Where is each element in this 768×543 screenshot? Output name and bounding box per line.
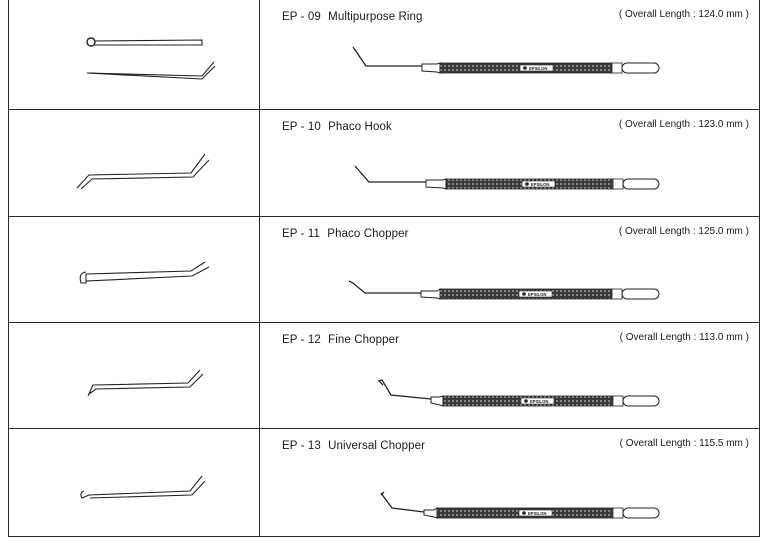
length-label: Overall Length : xyxy=(625,119,696,130)
length-label: Overall Length : xyxy=(625,332,697,343)
instrument-cell: EP - 11 Phaco Chopper ( Overall Length :… xyxy=(259,217,760,323)
product-row-ep11: EP - 11 Phaco Chopper ( Overall Length :… xyxy=(8,216,760,323)
length-label: Overall Length : xyxy=(625,226,696,237)
tip-detail-cell xyxy=(8,323,260,429)
brand-label: EPSILON xyxy=(529,66,547,71)
instrument-cell: EP - 13 Universal Chopper ( Overall Leng… xyxy=(259,429,760,537)
instrument-cell: EP - 10 Phaco Hook ( Overall Length : 12… xyxy=(259,110,760,217)
brand-label: EPSILON xyxy=(528,292,546,297)
product-name: Phaco Hook xyxy=(328,121,392,133)
instrument-drawing: EPSILON xyxy=(352,46,660,74)
overall-length: ( Overall Length : 124.0 mm ) xyxy=(618,9,749,20)
length-value: 123.0 mm xyxy=(698,119,743,130)
ring-tip-icon xyxy=(86,37,216,80)
brand-label: EPSILON xyxy=(528,511,546,516)
product-catalog-table: EP - 09 Multipurpose Ring ( Overall Leng… xyxy=(8,0,760,543)
length-label: Overall Length : xyxy=(625,438,697,449)
product-name: Fine Chopper xyxy=(328,334,400,346)
product-row-ep09: EP - 09 Multipurpose Ring ( Overall Leng… xyxy=(8,0,760,109)
product-row-ep10: EP - 10 Phaco Hook ( Overall Length : 12… xyxy=(8,109,760,217)
tip-detail-cell xyxy=(8,429,260,537)
product-title: EP - 13 Universal Chopper xyxy=(282,440,425,452)
tip-detail-cell xyxy=(8,0,260,109)
instrument-drawing: EPSILON xyxy=(354,165,660,190)
tip-detail-cell xyxy=(8,110,260,217)
universal-chopper-tip-icon xyxy=(80,475,206,499)
product-row-ep12: EP - 12 Fine Chopper ( Overall Length : … xyxy=(8,322,760,429)
instrument-drawing: EPSILON xyxy=(377,379,660,407)
product-name: Multipurpose Ring xyxy=(328,11,423,23)
product-row-ep13: EP - 13 Universal Chopper ( Overall Leng… xyxy=(8,428,760,537)
chopper-tip-icon xyxy=(79,261,210,284)
product-code: EP - 10 xyxy=(282,121,321,133)
product-code: EP - 13 xyxy=(282,440,321,452)
instrument-drawing: EPSILON xyxy=(380,491,660,519)
product-title: EP - 12 Fine Chopper xyxy=(282,334,399,346)
table-bottom-border xyxy=(8,536,760,537)
product-title: EP - 09 Multipurpose Ring xyxy=(282,11,423,23)
product-title: EP - 11 Phaco Chopper xyxy=(282,228,409,240)
brand-label: EPSILON xyxy=(530,399,548,404)
overall-length: ( Overall Length : 113.0 mm ) xyxy=(619,332,749,343)
fine-chopper-tip-icon xyxy=(87,369,204,397)
product-code: EP - 09 xyxy=(282,11,321,23)
hook-tip-icon xyxy=(76,153,210,190)
overall-length: ( Overall Length : 125.0 mm ) xyxy=(618,226,749,237)
overall-length: ( Overall Length : 115.5 mm ) xyxy=(619,438,749,449)
instrument-cell: EP - 09 Multipurpose Ring ( Overall Leng… xyxy=(259,0,760,109)
product-name: Phaco Chopper xyxy=(327,228,409,240)
length-value: 115.5 mm xyxy=(699,438,743,449)
overall-length: ( Overall Length : 123.0 mm ) xyxy=(618,119,749,130)
length-value: 124.0 mm xyxy=(698,9,743,20)
instrument-drawing: EPSILON xyxy=(348,280,660,300)
product-code: EP - 12 xyxy=(282,334,321,346)
length-label: Overall Length : xyxy=(625,9,696,20)
instrument-cell: EP - 12 Fine Chopper ( Overall Length : … xyxy=(259,323,760,429)
product-name: Universal Chopper xyxy=(328,440,426,452)
product-title: EP - 10 Phaco Hook xyxy=(282,121,392,133)
brand-label: EPSILON xyxy=(531,182,549,187)
tip-detail-cell xyxy=(8,217,260,323)
length-value: 125.0 mm xyxy=(698,226,743,237)
length-value: 113.0 mm xyxy=(699,332,743,343)
product-code: EP - 11 xyxy=(282,228,320,240)
